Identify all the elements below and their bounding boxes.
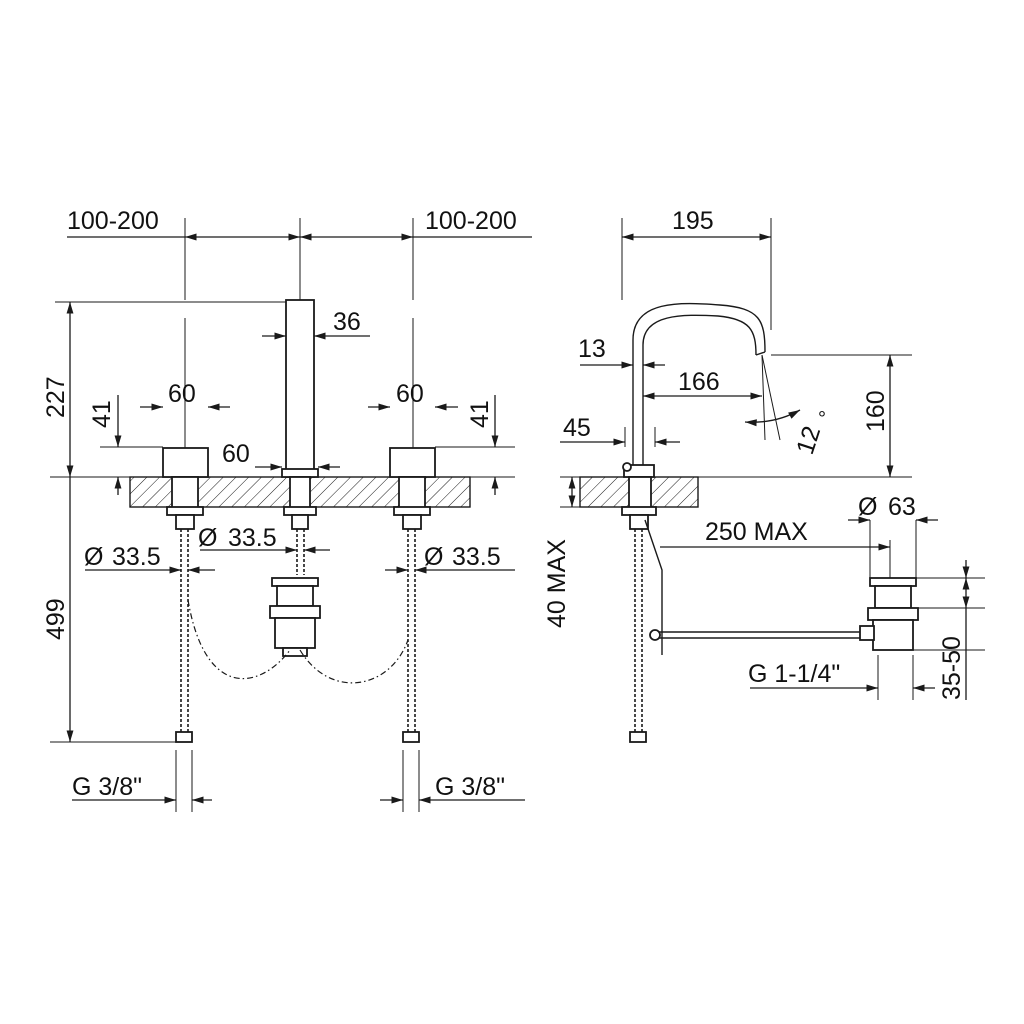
side-spout [621,302,766,743]
spout-arc-outer [632,302,766,469]
flex-link-left [187,599,291,680]
label-thread-left: G 3/8" [72,773,142,801]
label-hole-center: 33.5 [228,524,277,552]
center-spout [269,299,321,657]
label-spout-width: 36 [333,308,361,336]
label-spacing-right: 100-200 [425,207,517,235]
diameter-symbol-center: Ø [198,524,217,552]
right-handle [389,447,436,743]
label-spout-tube: 13 [578,335,606,363]
side-drain [649,577,919,651]
label-handle-width-right: 60 [396,380,424,408]
label-deck-thickness: 40 MAX [543,539,571,628]
diameter-symbol-left: Ø [84,543,103,571]
side-view: 195 13 166 45 12 ° 160 Ø 63 250 MAX 40 M… [543,207,985,743]
diameter-symbol-right: Ø [424,543,443,571]
label-handle-height-left: 41 [88,400,116,428]
diameter-symbol-drain: Ø [858,493,877,521]
label-drain-thread: G 1-1/4" [748,660,840,688]
label-spacing-left: 100-200 [67,207,159,235]
popup-lever [644,519,663,655]
left-handle [162,447,209,743]
label-spout-base-width: 60 [222,440,250,468]
spout-arc-inner [642,314,757,469]
flex-link-right [299,639,409,684]
label-base-depth: 45 [563,414,591,442]
label-outlet-height: 160 [862,390,890,432]
label-drain-adjust: 35-50 [938,636,966,700]
label-hole-left: 33.5 [112,543,161,571]
drain-cap-front [271,577,319,587]
label-spout-outlet: 166 [678,368,720,396]
label-thread-right: G 3/8" [435,773,505,801]
hose-nut-left [175,731,193,743]
label-drain-diameter: 63 [888,493,916,521]
label-reach: 195 [672,207,714,235]
label-hole-right: 33.5 [452,543,501,571]
label-handle-height-right: 41 [466,400,494,428]
front-view: 100-200 100-200 36 227 41 41 60 60 60 Ø … [42,207,532,812]
label-under-length: 499 [42,598,70,640]
label-rod-length: 250 MAX [705,518,808,546]
drain-cap-side [869,577,917,587]
label-degree: ° [818,408,826,430]
dim-arc-angle [744,409,801,427]
label-handle-width-left: 60 [168,380,196,408]
label-height-227: 227 [42,376,70,418]
hose-nut-right [402,731,420,743]
